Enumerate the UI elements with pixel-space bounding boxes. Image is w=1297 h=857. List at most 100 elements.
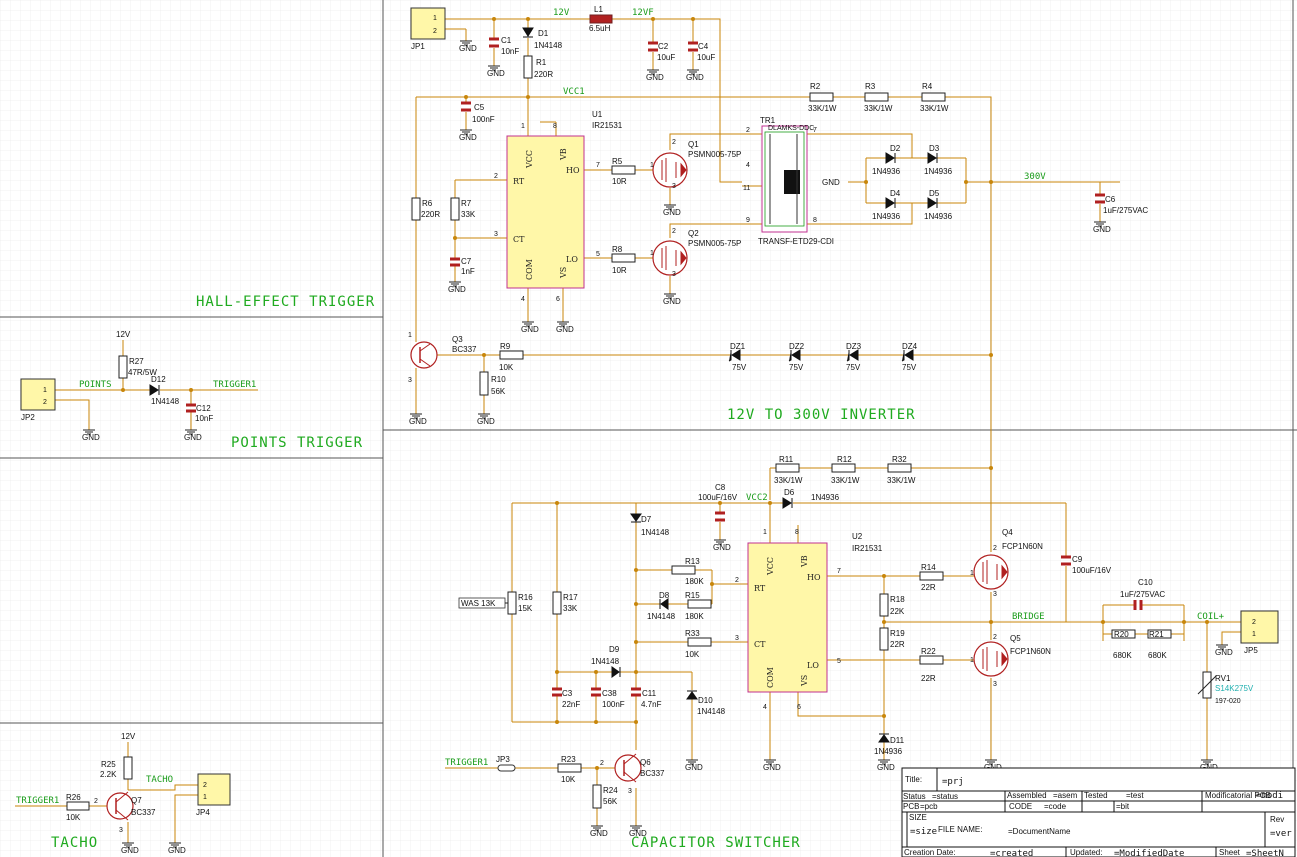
net-trigger1-tacho: TRIGGER1 xyxy=(16,796,59,806)
svg-text:10K: 10K xyxy=(499,363,514,372)
svg-text:10R: 10R xyxy=(612,266,627,275)
svg-text:6: 6 xyxy=(556,296,560,303)
svg-text:FCP1N60N: FCP1N60N xyxy=(1010,647,1051,656)
capsw-wires xyxy=(445,467,1241,826)
svg-text:1N4936: 1N4936 xyxy=(872,212,901,221)
svg-text:VCC: VCC xyxy=(525,150,534,169)
svg-text:COM: COM xyxy=(525,259,534,280)
svg-text:2: 2 xyxy=(600,760,604,767)
svg-text:GND: GND xyxy=(448,285,466,294)
svg-text:R10: R10 xyxy=(491,375,506,384)
ic-u1: VCC VB HO RT CT LO COM VS 1 8 7 2 3 5 4 … xyxy=(494,110,623,303)
svg-text:GND: GND xyxy=(459,44,477,53)
svg-text:JP2: JP2 xyxy=(21,413,35,422)
svg-text:C5: C5 xyxy=(474,103,485,112)
svg-text:9: 9 xyxy=(746,217,750,224)
svg-text:GND: GND xyxy=(646,73,664,82)
svg-text:1: 1 xyxy=(650,250,654,257)
svg-text:GND: GND xyxy=(822,178,840,187)
inductor-l1 xyxy=(589,14,613,24)
svg-text:33K: 33K xyxy=(563,604,578,613)
mosfet-q1: 1 2 3 Q1 PSMN005-75P xyxy=(650,139,741,190)
tb-rev-value: =ver xyxy=(1270,829,1292,839)
connector-jp4: 2 1 JP4 xyxy=(196,773,231,817)
svg-text:33K/1W: 33K/1W xyxy=(774,476,803,485)
svg-text:LO: LO xyxy=(807,661,819,670)
svg-text:D8: D8 xyxy=(659,591,670,600)
svg-text:6.5uH: 6.5uH xyxy=(589,24,611,33)
rv1-value: S14K275V xyxy=(1215,684,1254,693)
tb-title-value: =prj xyxy=(942,777,964,787)
svg-text:2: 2 xyxy=(433,28,437,35)
svg-text:100nF: 100nF xyxy=(472,115,495,124)
svg-text:22R: 22R xyxy=(921,583,936,592)
svg-text:11: 11 xyxy=(743,185,750,192)
net-300v: 300V xyxy=(1024,172,1046,182)
svg-text:R25: R25 xyxy=(101,760,116,769)
svg-text:COM: COM xyxy=(766,667,775,688)
svg-text:JP5: JP5 xyxy=(1244,646,1258,655)
svg-text:VS: VS xyxy=(559,267,568,279)
svg-text:GND: GND xyxy=(184,433,202,442)
svg-text:R5: R5 xyxy=(612,157,623,166)
svg-text:33K/1W: 33K/1W xyxy=(887,476,916,485)
rv1-sub: 197-020 xyxy=(1215,698,1241,705)
svg-text:C1: C1 xyxy=(501,36,512,45)
svg-text:22R: 22R xyxy=(921,674,936,683)
resistors-v xyxy=(118,55,889,809)
svg-text:JP3: JP3 xyxy=(496,755,510,764)
svg-text:IR21531: IR21531 xyxy=(852,544,883,553)
svg-text:GND: GND xyxy=(663,208,681,217)
svg-text:D7: D7 xyxy=(641,515,652,524)
svg-text:75V: 75V xyxy=(902,363,917,372)
tb-tested-value: =test xyxy=(1126,791,1144,800)
svg-text:1: 1 xyxy=(433,15,437,22)
bjt-q7: 2 3 Q7 BC337 xyxy=(94,791,156,834)
svg-text:GND: GND xyxy=(877,763,895,772)
resistors-h xyxy=(66,92,1172,811)
svg-text:10K: 10K xyxy=(561,775,576,784)
svg-text:R11: R11 xyxy=(779,455,794,464)
svg-text:GND: GND xyxy=(459,133,477,142)
svg-text:4.7nF: 4.7nF xyxy=(641,700,662,709)
svg-text:Q6: Q6 xyxy=(640,758,651,767)
svg-text:GND: GND xyxy=(521,325,539,334)
svg-text:R14: R14 xyxy=(921,563,936,572)
section-title-tacho: TACHO xyxy=(51,835,98,851)
svg-text:IR21531: IR21531 xyxy=(592,121,623,130)
svg-text:R27: R27 xyxy=(129,357,144,366)
svg-text:22nF: 22nF xyxy=(562,700,580,709)
svg-text:D5: D5 xyxy=(929,189,940,198)
svg-text:7: 7 xyxy=(596,162,600,169)
svg-text:220R: 220R xyxy=(421,210,440,219)
inverter-wires xyxy=(415,18,1120,470)
svg-text:L1: L1 xyxy=(594,5,603,14)
svg-text:100uF/16V: 100uF/16V xyxy=(1072,566,1112,575)
svg-text:1N4148: 1N4148 xyxy=(534,41,563,50)
svg-text:U1: U1 xyxy=(592,110,603,119)
svg-text:C38: C38 xyxy=(602,689,617,698)
svg-text:12V: 12V xyxy=(116,330,131,339)
svg-text:3: 3 xyxy=(119,827,123,834)
tb-tested-label: Tested xyxy=(1084,791,1108,800)
svg-text:D10: D10 xyxy=(698,696,713,705)
left-wires xyxy=(15,340,258,843)
svg-text:C12: C12 xyxy=(196,404,211,413)
tb-created-label: Creation Date: xyxy=(904,848,956,857)
svg-text:2: 2 xyxy=(735,577,739,584)
net-trigger1-capsw: TRIGGER1 xyxy=(445,758,488,768)
svg-text:1: 1 xyxy=(43,387,47,394)
svg-text:1N4148: 1N4148 xyxy=(647,612,676,621)
svg-text:33K/1W: 33K/1W xyxy=(864,104,893,113)
tb-status-label: Status xyxy=(903,792,926,801)
svg-text:75V: 75V xyxy=(789,363,804,372)
svg-text:GND: GND xyxy=(590,829,608,838)
svg-text:1uF/275VAC: 1uF/275VAC xyxy=(1103,206,1148,215)
svg-text:75V: 75V xyxy=(846,363,861,372)
svg-text:10nF: 10nF xyxy=(195,414,213,423)
section-title-points: POINTS TRIGGER xyxy=(231,435,363,451)
svg-text:R13: R13 xyxy=(685,557,700,566)
svg-text:3: 3 xyxy=(672,271,676,278)
svg-text:1: 1 xyxy=(1252,631,1256,638)
svg-text:1N4148: 1N4148 xyxy=(591,657,620,666)
